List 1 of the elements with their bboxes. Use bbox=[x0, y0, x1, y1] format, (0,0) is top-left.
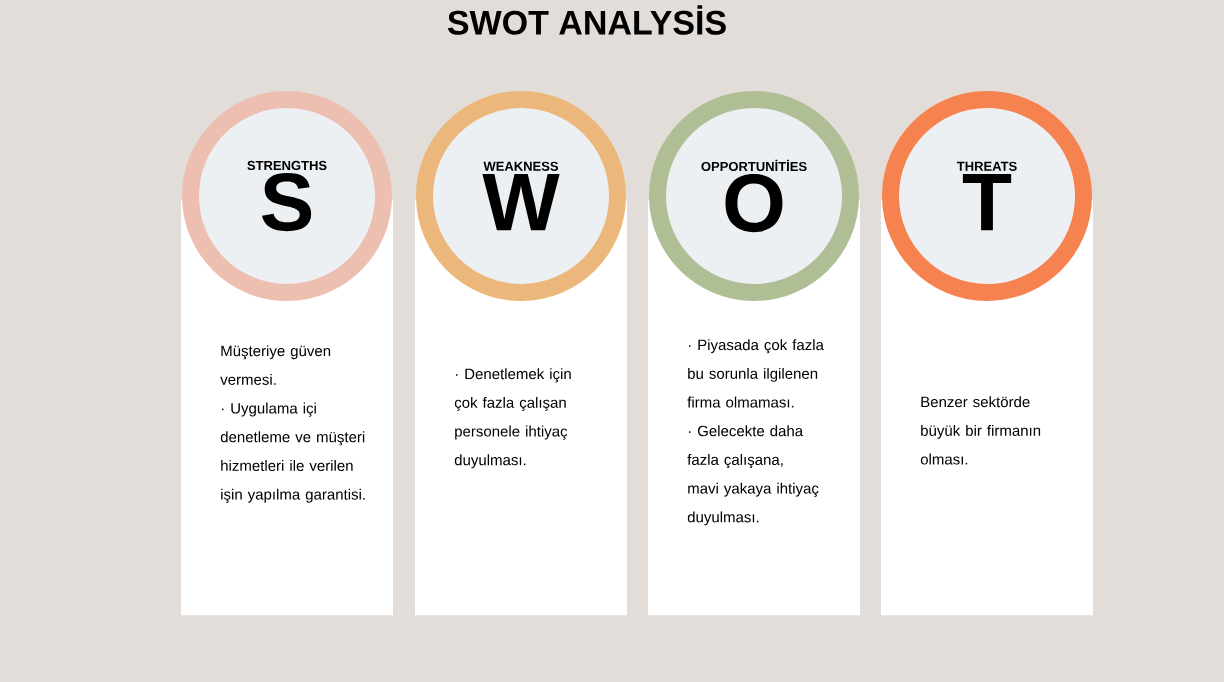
title: SWOT ANALYSİS bbox=[447, 5, 726, 35]
